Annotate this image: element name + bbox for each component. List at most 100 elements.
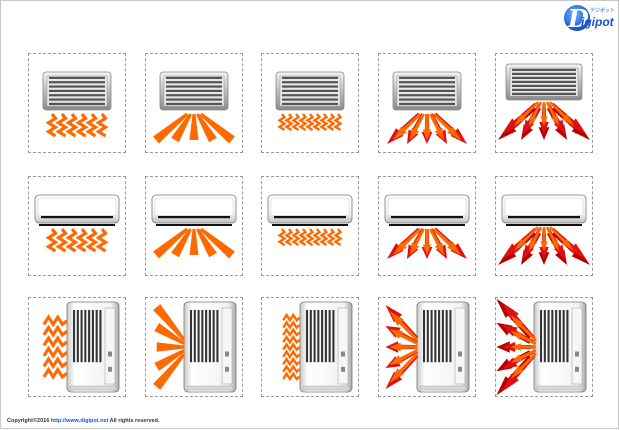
airflow-wave xyxy=(291,113,301,132)
ac-vent-red-layered-airflow-icon[interactable] xyxy=(495,53,593,153)
window-ac-button xyxy=(225,351,229,357)
window-ac-button xyxy=(341,366,345,372)
window-ac-base xyxy=(419,385,467,391)
airflow-arrow-front xyxy=(410,113,425,140)
airflow-wave xyxy=(282,371,301,382)
icon-svg xyxy=(496,298,587,396)
airflow-wave xyxy=(305,228,315,247)
logo-circle xyxy=(564,5,590,31)
airflow-arrow-front xyxy=(510,331,537,345)
airflow-ray xyxy=(153,304,186,341)
window-ac-slat xyxy=(95,310,98,363)
copyright-suffix: All rights reserved. xyxy=(108,418,160,424)
airflow-arrow-front xyxy=(514,226,539,251)
window-ac-slat xyxy=(547,310,550,363)
window-ac-button xyxy=(108,366,112,372)
icon-art xyxy=(34,194,120,253)
airflow-ray xyxy=(199,227,235,259)
icon-art xyxy=(275,71,345,132)
airflow-wave xyxy=(65,228,79,253)
vent-slat xyxy=(49,89,105,92)
window-ac-fan-airflow-icon[interactable] xyxy=(145,297,243,397)
window-ac-slat xyxy=(73,310,76,363)
vent-slat xyxy=(282,89,338,92)
icon-art xyxy=(385,301,470,393)
airflow-wave xyxy=(319,113,329,132)
airflow-ray xyxy=(189,114,199,140)
window-ac-red-layered-airflow-icon[interactable] xyxy=(495,297,593,397)
window-ac-control-panel xyxy=(221,307,233,385)
window-ac-slat xyxy=(441,310,444,363)
window-ac-button xyxy=(341,351,345,357)
airflow-wave xyxy=(277,113,287,132)
ac-vent-tight-wave-airflow-icon[interactable] xyxy=(261,53,359,153)
wall-ac-red-orange-airflow-icon[interactable] xyxy=(378,176,476,276)
airflow-arrow-front xyxy=(393,113,422,140)
wall-ac-tight-wave-airflow-icon[interactable] xyxy=(261,176,359,276)
window-ac-red-orange-airflow-icon[interactable] xyxy=(378,297,476,397)
airflow-wave xyxy=(55,228,69,253)
icon-svg xyxy=(42,301,120,393)
wall-ac-outlet xyxy=(506,224,582,226)
window-ac-slat xyxy=(306,310,309,363)
airflow-wave xyxy=(277,228,287,247)
airflow-arrow-front xyxy=(540,102,548,126)
airflow-arrow-front xyxy=(429,228,444,255)
icon-art xyxy=(282,301,353,393)
window-ac-slat xyxy=(423,310,426,363)
vent-slat xyxy=(282,81,338,84)
vent-slat xyxy=(49,81,105,84)
digipot-link[interactable]: http://www.digipot.net xyxy=(50,418,109,424)
vent-slat xyxy=(166,76,222,79)
icon-art xyxy=(387,71,467,144)
window-ac-slat xyxy=(445,310,448,363)
vent-slat xyxy=(282,76,338,79)
airflow-arrow-front xyxy=(432,113,461,140)
wall-ac-outlet xyxy=(156,224,232,226)
airflow-wave xyxy=(42,366,68,380)
wall-ac-fan-airflow-icon[interactable] xyxy=(145,176,243,276)
airflow-wave xyxy=(42,335,68,349)
ac-vent-red-orange-airflow-icon[interactable] xyxy=(378,53,476,153)
airflow-ray xyxy=(199,112,235,144)
airflow-arrow-front xyxy=(389,349,418,365)
window-ac-slat xyxy=(324,310,327,363)
window-ac-slat xyxy=(438,310,441,363)
airflow-arrow-front xyxy=(389,311,419,341)
window-ac-slat xyxy=(80,310,83,363)
ac-vent-fan-airflow-icon[interactable] xyxy=(145,53,243,153)
icon-svg xyxy=(282,301,353,393)
wall-ac-red-layered-airflow-icon[interactable] xyxy=(495,176,593,276)
airflow-wave xyxy=(42,356,68,370)
airflow-left xyxy=(385,305,419,389)
window-ac-button xyxy=(458,366,462,372)
wall-ac-wavy-airflow-icon[interactable] xyxy=(28,176,126,276)
airflow-wave xyxy=(45,228,59,253)
airflow-wave xyxy=(326,113,336,132)
window-ac-slat xyxy=(216,310,219,363)
airflow-wave xyxy=(95,228,109,253)
window-ac-slat xyxy=(321,310,324,363)
icon-art xyxy=(498,194,590,265)
airflow-ray xyxy=(153,353,186,390)
airflow-wave xyxy=(95,113,109,138)
wall-ac-outlet xyxy=(39,224,115,226)
window-ac-slat xyxy=(566,310,569,363)
airflow-wave xyxy=(298,228,308,247)
window-ac-slat xyxy=(434,310,437,363)
window-ac-control-panel xyxy=(104,307,116,385)
window-ac-slat xyxy=(190,310,193,363)
window-ac-tight-wave-airflow-icon[interactable] xyxy=(261,297,359,397)
vent-slat xyxy=(166,89,222,92)
digipot-logo[interactable]: D デジポット igipot xyxy=(564,4,616,35)
window-ac-wavy-airflow-icon[interactable] xyxy=(28,297,126,397)
icon-art xyxy=(151,194,237,259)
airflow-wave xyxy=(282,312,301,323)
airflow-wave xyxy=(291,228,301,247)
icon-svg xyxy=(387,71,467,144)
window-ac-slat xyxy=(551,310,554,363)
airflow-wave xyxy=(298,113,308,132)
airflow-wave xyxy=(282,320,301,330)
ac-vent-wavy-airflow-icon[interactable] xyxy=(28,53,126,153)
